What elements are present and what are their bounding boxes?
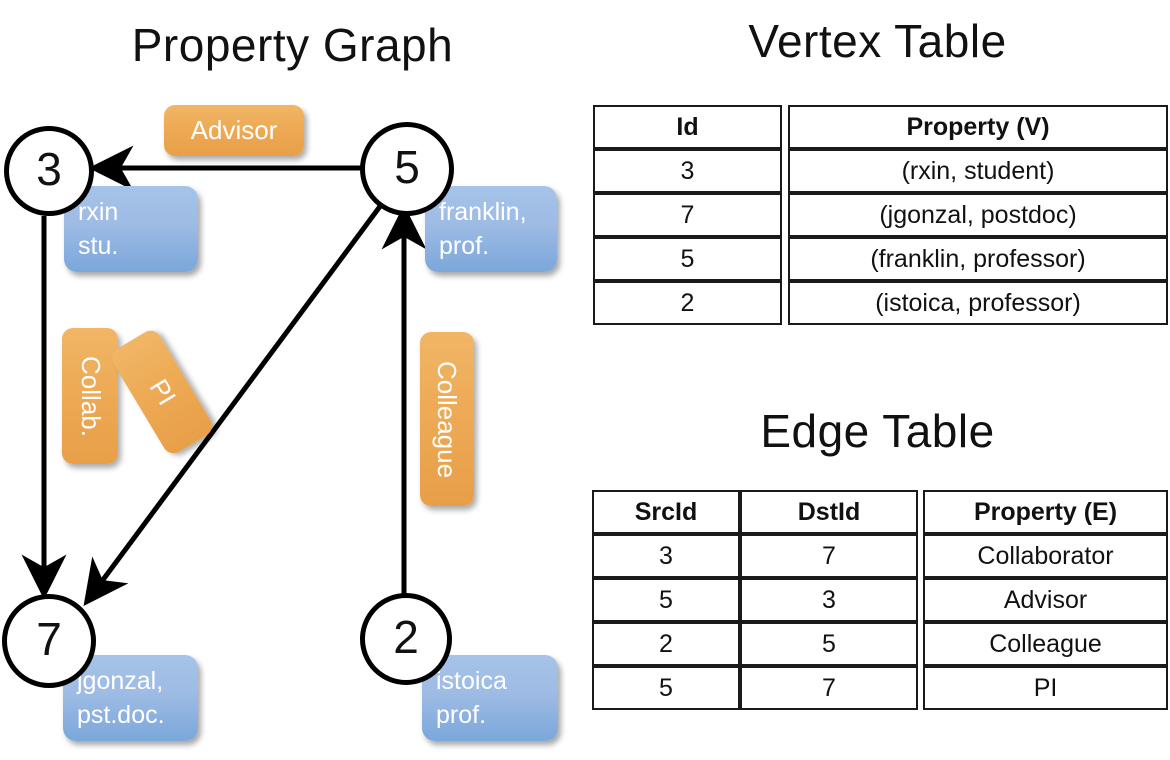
vertex-table: Id Property (V) 3 (rxin, student) 7 (jgo…: [593, 105, 1168, 325]
table-row[interactable]: 2 5 Colleague: [592, 622, 1168, 666]
graph-node-3-label: 3: [36, 143, 62, 195]
table-row[interactable]: 5 (franklin, professor): [593, 237, 1168, 281]
graph-node-7-label: 7: [36, 613, 62, 665]
edge-table-header-dstid: DstId: [740, 490, 918, 534]
edge-label-advisor[interactable]: Advisor: [164, 105, 304, 156]
edge-table-header-row: SrcId DstId Property (E): [592, 490, 1168, 534]
vertex-table-header-row: Id Property (V): [593, 105, 1168, 149]
vertex-row-0-property: (rxin, student): [788, 149, 1168, 193]
edge-row-1-src: 5: [592, 578, 740, 622]
vertex-row-2-id: 5: [593, 237, 782, 281]
table-row[interactable]: 7 (jgonzal, postdoc): [593, 193, 1168, 237]
table-row[interactable]: 3 7 Collaborator: [592, 534, 1168, 578]
vertex-property-2-line1: istoica: [436, 667, 507, 695]
table-row[interactable]: 5 3 Advisor: [592, 578, 1168, 622]
vertex-row-2-property: (franklin, professor): [788, 237, 1168, 281]
edge-table-header-srcid: SrcId: [592, 490, 740, 534]
vertex-row-1-property: (jgonzal, postdoc): [788, 193, 1168, 237]
vertex-row-0-id: 3: [593, 149, 782, 193]
property-graph-title: Property Graph: [131, 19, 454, 71]
edge-label-colleague[interactable]: Colleague: [420, 332, 474, 506]
vertex-property-box-2[interactable]: istoica prof.: [422, 655, 558, 741]
table-row[interactable]: 5 7 PI: [592, 666, 1168, 710]
graph-node-5-label: 5: [394, 141, 420, 193]
vertex-row-1-id: 7: [593, 193, 782, 237]
graph-node-2-label: 2: [393, 611, 419, 663]
edge-row-3-property: PI: [923, 666, 1168, 710]
edge-label-colleague-text: Colleague: [432, 360, 463, 478]
edge-row-0-property: Collaborator: [923, 534, 1168, 578]
table-row[interactable]: 3 (rxin, student): [593, 149, 1168, 193]
graph-node-7[interactable]: 7: [2, 594, 96, 688]
edge-table-title: Edge Table: [760, 405, 995, 457]
vertex-property-3-line1: rxin: [78, 198, 119, 226]
edge-row-2-src: 2: [592, 622, 740, 666]
graph-edges-svg: [21, 145, 427, 607]
edge-row-2-dst: 5: [740, 622, 918, 666]
vertex-property-box-5[interactable]: franklin, prof.: [425, 186, 557, 272]
edge-label-collab[interactable]: Collab.: [62, 328, 118, 464]
edge-arrow-pi: [83, 203, 384, 607]
vertex-table-header-id: Id: [593, 105, 782, 149]
edge-label-advisor-text: Advisor: [190, 115, 278, 145]
edge-label-pi-text: PI: [143, 373, 182, 411]
vertex-property-5-line1: franklin,: [439, 198, 527, 226]
vertex-row-3-id: 2: [593, 281, 782, 325]
vertex-property-3-line2: stu.: [78, 231, 119, 260]
vertex-property-7-line2: pst.doc.: [77, 700, 165, 729]
edge-row-2-property: Colleague: [923, 622, 1168, 666]
graph-node-3[interactable]: 3: [4, 126, 94, 216]
vertex-property-2-line2: prof.: [436, 700, 487, 729]
edge-row-3-src: 5: [592, 666, 740, 710]
property-graph-panel: Property Graph Advisor Collab.: [2, 19, 558, 741]
edge-row-0-dst: 7: [740, 534, 918, 578]
edge-table: SrcId DstId Property (E) 3 7 Collaborato…: [592, 490, 1168, 710]
vertex-property-5-line2: prof.: [439, 231, 490, 260]
vertex-property-7-line1: jgonzal,: [77, 667, 164, 695]
edge-label-collab-text: Collab.: [75, 355, 106, 437]
vertex-property-box-3[interactable]: rxin stu.: [64, 186, 198, 272]
table-row[interactable]: 2 (istoica, professor): [593, 281, 1168, 325]
edge-row-0-src: 3: [592, 534, 740, 578]
edge-row-1-dst: 3: [740, 578, 918, 622]
edge-row-1-property: Advisor: [923, 578, 1168, 622]
edge-table-header-property: Property (E): [923, 490, 1168, 534]
graph-node-2[interactable]: 2: [360, 593, 452, 685]
graph-node-5[interactable]: 5: [360, 122, 454, 216]
edge-row-3-dst: 7: [740, 666, 918, 710]
vertex-table-header-property: Property (V): [788, 105, 1168, 149]
vertex-row-3-property: (istoica, professor): [788, 281, 1168, 325]
vertex-table-title: Vertex Table: [748, 15, 1007, 67]
